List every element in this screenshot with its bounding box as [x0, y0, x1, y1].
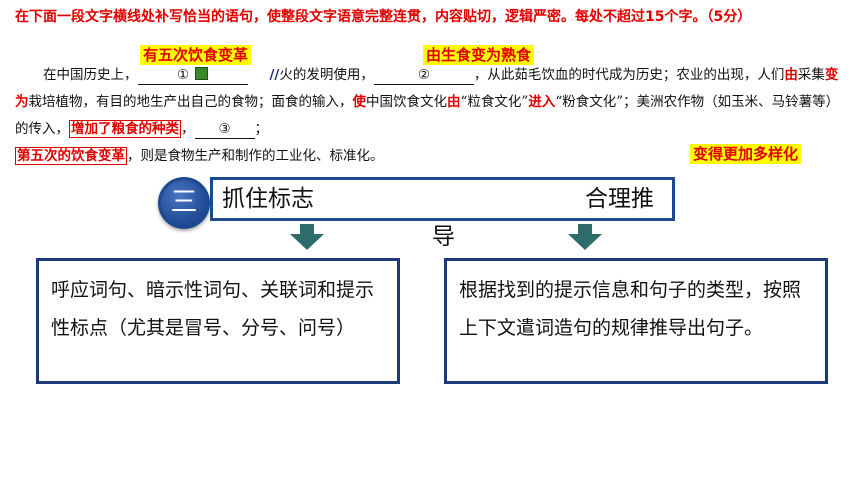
blank-2: ② [373, 66, 474, 85]
blank-3: ③ [194, 120, 255, 139]
marker-you-2: 由 [447, 94, 461, 110]
hint-box-left: 呼应词句、暗示性词句、关联词和提示性标点（尤其是冒号、分号、问号） [36, 258, 400, 384]
marker-jinru: 进入 [528, 94, 556, 110]
passage-text-7: “粒食文化” [460, 94, 529, 110]
green-square-marker [195, 67, 209, 80]
section-number-badge: 三 [158, 177, 210, 229]
passage-paragraph: 在中国历史上， ① //火的发明使用， ② ，从此茹毛饮血的时代成为历史；农业的出现，人… [15, 62, 845, 170]
passage-text-11: ，则是食物生产和制作的工业化、标准化。 [127, 148, 384, 164]
arrow-down-icon-left [290, 234, 324, 250]
marker-zengjia: 增加了粮食的种类 [69, 120, 181, 138]
passage-text-3: ，从此茹毛饮血的时代成为历史；农业的出现，人们 [473, 67, 785, 83]
arrow-left-shaft [300, 224, 314, 234]
passage-text-1: 在中国历史上， [43, 67, 138, 83]
blank-2-number: ② [417, 67, 430, 83]
blank-1: ① [137, 66, 248, 85]
passage-text-5: 栽培植物，有目的地生产出自己的食物；面食的输入， [28, 94, 353, 110]
highlight-five-revolutions: 有五次饮食变革 [140, 45, 252, 65]
instruction-text: 在下面一段文字横线处补写恰当的语句，使整段文字语意完整连贯，内容贴切，逻辑严密。… [15, 9, 752, 25]
section-title-wrap: 导 [432, 224, 455, 250]
marker-shi: 使 [352, 94, 367, 110]
section-title-right: 合理推 [585, 186, 654, 212]
passage-text-10: ； [254, 121, 269, 137]
passage-text-8: “粉食文化”；美洲农作物（如玉米、马铃薯等）的传入， [15, 94, 840, 137]
passage-text-2: 火的发明使用， [279, 67, 374, 83]
passage-text-4: 采集 [797, 67, 825, 83]
arrow-down-icon-right [568, 234, 602, 250]
arrow-right-shaft [578, 224, 592, 234]
section-banner [210, 177, 675, 221]
marker-you-1: 由 [784, 67, 798, 83]
marker-bianwei: 变为 [15, 67, 839, 110]
hint-box-right: 根据找到的提示信息和句子的类型，按照上下文遣词造句的规律推导出句子。 [444, 258, 828, 384]
section-title-left: 抓住标志 [222, 186, 314, 212]
highlight-raw-to-cooked: 由生食变为熟食 [423, 45, 535, 65]
slash-marker: // [269, 67, 280, 83]
blank-1-number: ① [176, 67, 190, 83]
blank-3-number: ③ [218, 121, 231, 137]
highlight-more-diverse: 变得更加多样化 [690, 144, 802, 164]
passage-text-9: ， [181, 121, 195, 137]
marker-diwu: 第五次的饮食变革 [15, 147, 127, 165]
passage-text-6: 中国饮食文化 [366, 94, 447, 110]
